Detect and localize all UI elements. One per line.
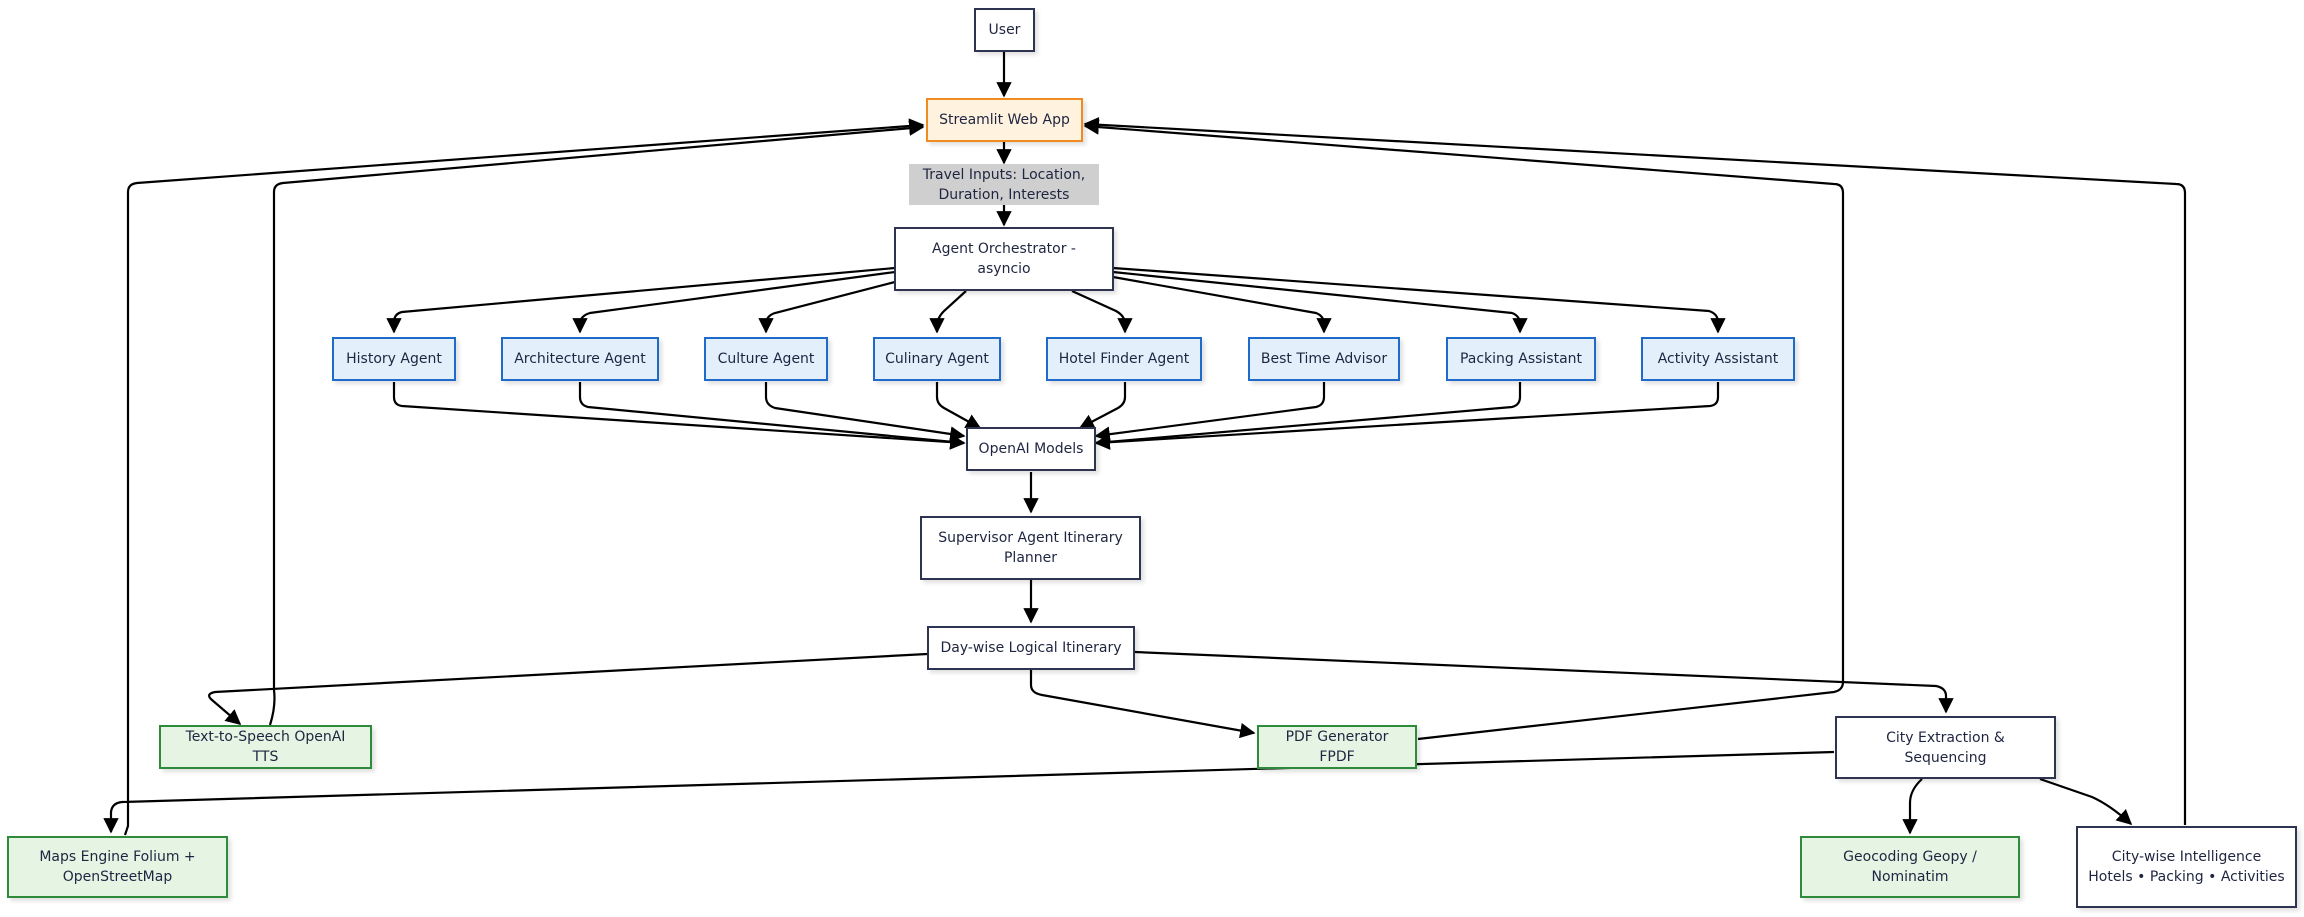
best-time-advisor-node: Best Time Advisor bbox=[1248, 337, 1400, 381]
edge-orch-hotel bbox=[1071, 289, 1133, 334]
edge-daywise-tts bbox=[208, 652, 928, 726]
edge-orch-architecture bbox=[572, 270, 896, 334]
edge-daywise-city bbox=[1134, 650, 1954, 714]
activity-assistant-node: Activity Assistant bbox=[1641, 337, 1795, 381]
supervisor-agent-node: Supervisor Agent Itinerary Planner bbox=[920, 516, 1141, 580]
edge-history-openai bbox=[392, 382, 966, 450]
streamlit-web-app-node: Streamlit Web App bbox=[926, 98, 1083, 142]
day-wise-itinerary-node: Day-wise Logical Itinerary bbox=[927, 626, 1135, 670]
edge-orch-culinary bbox=[929, 290, 967, 334]
openai-models-node: OpenAI Models bbox=[966, 427, 1096, 471]
city-wise-intelligence-node: City-wise Intelligence Hotels • Packing … bbox=[2076, 826, 2297, 908]
edge-city-citywise bbox=[2039, 777, 2133, 826]
geocoding-node: Geocoding Geopy / Nominatim bbox=[1800, 836, 2020, 898]
hotel-finder-agent-node: Hotel Finder Agent bbox=[1046, 337, 1202, 381]
edge-tts-streamlit bbox=[268, 120, 925, 726]
agent-orchestrator-node: Agent Orchestrator - asyncio bbox=[894, 227, 1114, 291]
packing-assistant-node: Packing Assistant bbox=[1446, 337, 1596, 381]
edge-maps-streamlit bbox=[123, 118, 925, 836]
pdf-generator-node: PDF Generator FPDF bbox=[1257, 725, 1417, 769]
edge-city-maps bbox=[103, 750, 1835, 834]
edge-daywise-pdf bbox=[1029, 670, 1256, 739]
architecture-agent-node: Architecture Agent bbox=[501, 337, 659, 381]
edge-city-geocoding bbox=[1902, 778, 1923, 835]
city-extraction-node: City Extraction & Sequencing bbox=[1835, 716, 2056, 779]
user-node: User bbox=[974, 8, 1035, 52]
edge-orch-besttime bbox=[1112, 275, 1332, 334]
edge-culinary-openai bbox=[935, 382, 982, 429]
text-to-speech-node: Text-to-Speech OpenAI TTS bbox=[159, 725, 372, 769]
maps-engine-node: Maps Engine Folium + OpenStreetMap bbox=[7, 836, 228, 898]
edge-orch-activity bbox=[1112, 266, 1726, 334]
travel-inputs-label: Travel Inputs: Location, Duration, Inter… bbox=[909, 164, 1099, 205]
edge-pdf-streamlit bbox=[1083, 119, 1845, 741]
edge-activity-openai bbox=[1094, 382, 1720, 450]
edge-orch-packing bbox=[1112, 270, 1528, 334]
edge-citywise-streamlit bbox=[1083, 117, 2187, 825]
edge-orch-history bbox=[386, 266, 896, 334]
culinary-agent-node: Culinary Agent bbox=[873, 337, 1001, 381]
edge-packing-openai bbox=[1094, 382, 1522, 450]
edge-orch-culture bbox=[758, 280, 896, 334]
edge-hotel-openai bbox=[1078, 382, 1127, 429]
history-agent-node: History Agent bbox=[332, 337, 456, 381]
edge-culture-openai bbox=[764, 382, 966, 442]
edge-besttime-openai bbox=[1094, 382, 1326, 442]
edge-architecture-openai bbox=[578, 382, 966, 450]
culture-agent-node: Culture Agent bbox=[704, 337, 828, 381]
